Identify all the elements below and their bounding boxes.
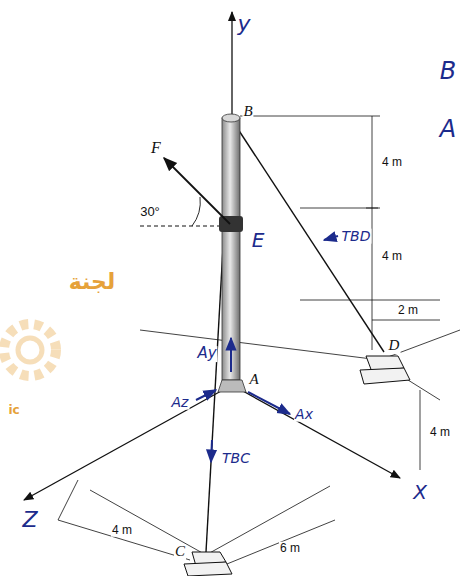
reaction-label: Az bbox=[171, 395, 190, 410]
angle-arc bbox=[192, 197, 200, 226]
cable-bd bbox=[232, 120, 384, 352]
point-label: D bbox=[388, 338, 401, 354]
angle-label: 30° bbox=[139, 205, 161, 219]
pole-top bbox=[222, 114, 240, 122]
dimension-label: 4 m bbox=[111, 524, 133, 537]
z-axis bbox=[24, 385, 232, 500]
construction-lines bbox=[58, 116, 460, 566]
dimension-label: 4 m bbox=[429, 426, 451, 439]
collar bbox=[219, 216, 243, 232]
anchor-blocks bbox=[184, 356, 410, 576]
pole bbox=[222, 118, 240, 380]
tension-label: TBC bbox=[221, 451, 251, 466]
watermark: ic bbox=[7, 404, 20, 417]
force-arrow bbox=[164, 158, 230, 224]
dimension-label: 2 m bbox=[397, 304, 419, 317]
watermark-gear bbox=[4, 324, 56, 376]
point-label: B bbox=[242, 104, 253, 120]
point-label: E bbox=[251, 230, 266, 251]
reaction-label: Ax bbox=[294, 407, 314, 422]
x-axis bbox=[232, 385, 400, 478]
point-label: A bbox=[248, 372, 259, 388]
reference-line bbox=[140, 226, 232, 227]
ball-joint bbox=[218, 380, 246, 392]
watermark: لجنة bbox=[68, 270, 116, 293]
tension-label: TBD bbox=[341, 229, 372, 244]
reaction-arrows bbox=[196, 236, 338, 462]
margin-note: A bbox=[439, 117, 457, 142]
margin-note: B bbox=[439, 59, 457, 84]
axis-label: y bbox=[236, 12, 251, 35]
axis-label: X bbox=[412, 482, 428, 503]
dimension-label: 4 m bbox=[381, 250, 403, 263]
reaction-label: Ay bbox=[196, 346, 217, 362]
point-label: C bbox=[174, 544, 186, 560]
dimension-label: 6 m bbox=[279, 542, 301, 555]
dimension-label: 4 m bbox=[381, 156, 403, 169]
force-label: F bbox=[150, 140, 162, 157]
axis-label: Z bbox=[21, 508, 38, 531]
